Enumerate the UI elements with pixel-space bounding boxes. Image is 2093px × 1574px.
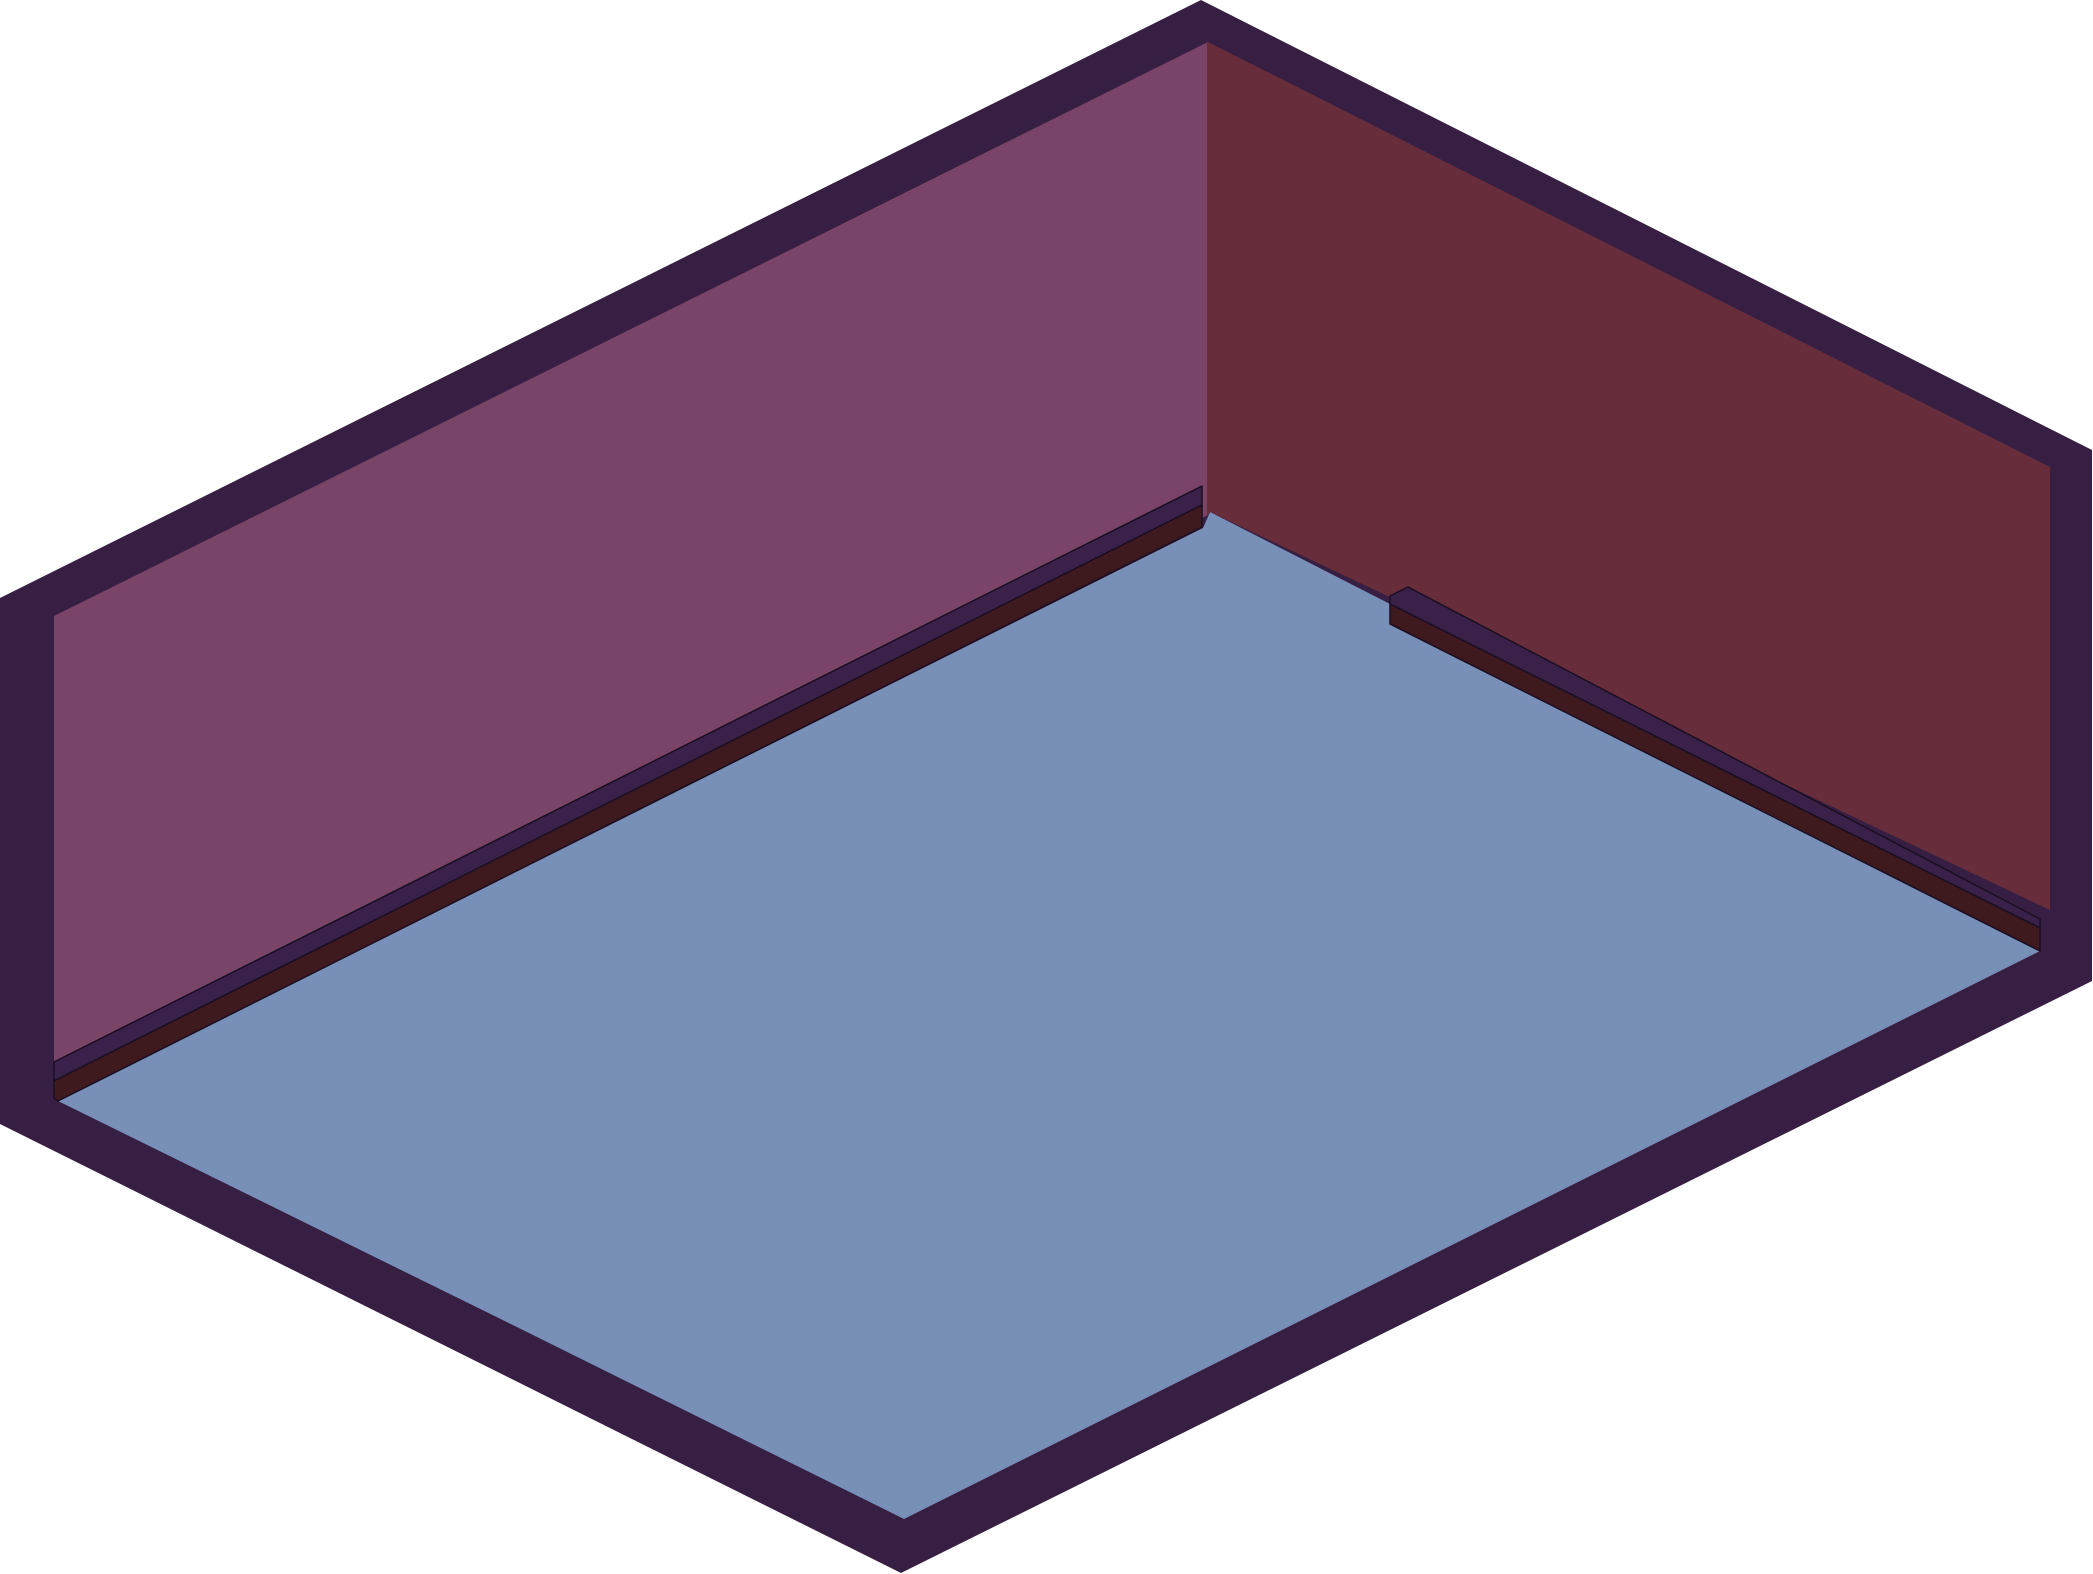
right-baseboard-top: [1389, 586, 2041, 929]
left-wall: [54, 42, 1208, 1091]
left-baseboard: [53, 485, 1203, 1102]
right-wall: [1208, 42, 2050, 910]
floor: [58, 512, 2040, 1519]
left-baseboard-front: [53, 504, 1203, 1102]
right-baseboard: [1389, 586, 2041, 952]
right-baseboard-front: [1389, 603, 2041, 952]
